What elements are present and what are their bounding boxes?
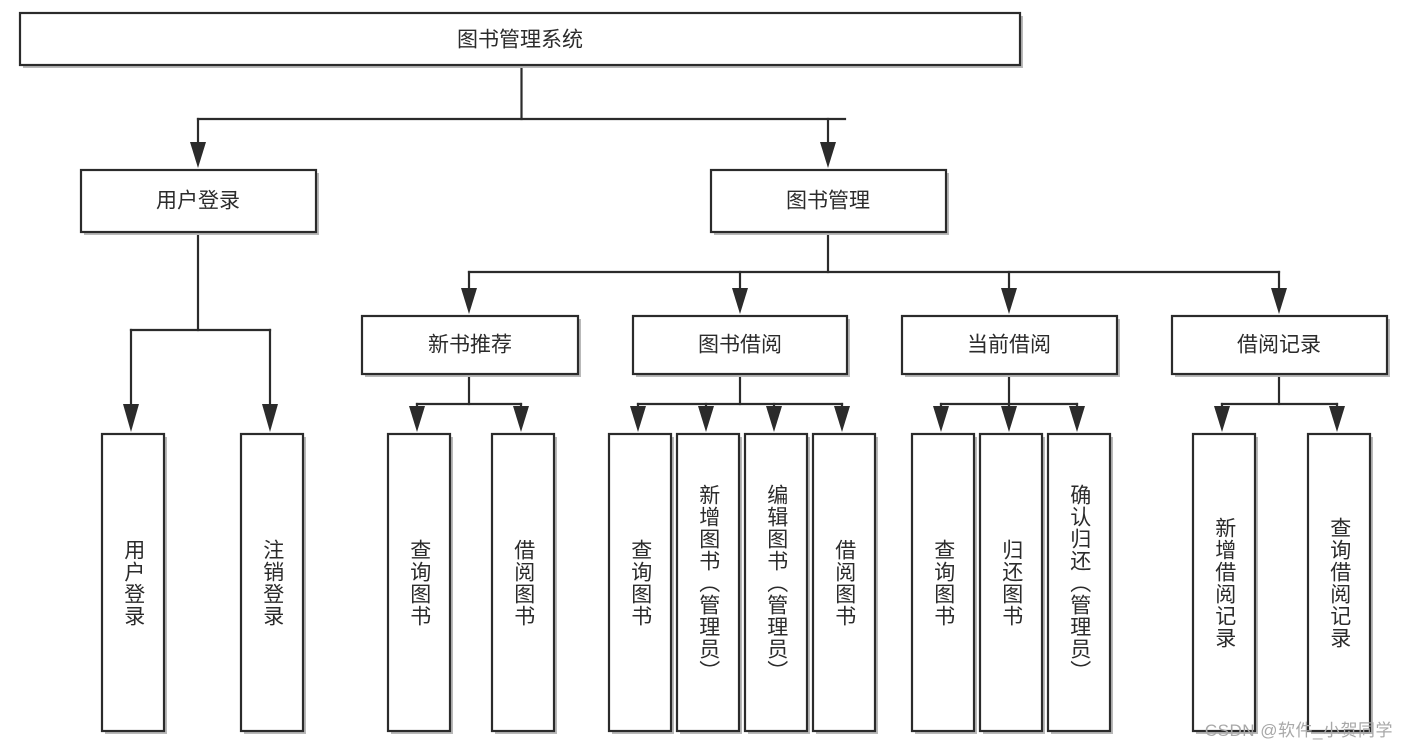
node-borrow-record[interactable]: 借阅记录 — [1170, 314, 1390, 377]
connector-group-current-borrow — [933, 372, 1085, 432]
connector-group-borrow-record — [1214, 372, 1345, 432]
node-book-borrow[interactable]: 图书借阅 — [631, 314, 850, 377]
arrowhead-leaf-add-borrow-record — [1214, 406, 1230, 432]
node-leaf-add-borrow-record-box — [1191, 432, 1257, 733]
node-leaf-borrow-book-1-box — [490, 432, 556, 733]
arrowhead-current-borrow — [1001, 288, 1017, 314]
arrowhead-leaf-query-book-2 — [630, 406, 646, 432]
node-borrow-record-label: 借阅记录 — [1237, 334, 1321, 357]
arrowhead-book-borrow — [732, 288, 748, 314]
node-leaf-query-book-1-box — [386, 432, 452, 733]
arrowhead-leaf-logout — [262, 404, 278, 432]
connector-group-root — [190, 64, 847, 168]
node-leaf-edit-book-admin[interactable] — [743, 432, 810, 734]
connector-group-book-mgmt — [461, 230, 1287, 314]
arrowhead-leaf-edit-book-admin — [766, 406, 782, 432]
arrowhead-borrow-record — [1271, 288, 1287, 314]
arrowhead-leaf-user-login — [123, 404, 139, 432]
node-root-box — [18, 11, 1022, 67]
node-leaf-edit-book-admin-box — [743, 432, 809, 733]
node-leaf-logout[interactable] — [239, 432, 306, 734]
arrowhead-user-login — [190, 142, 206, 168]
arrowhead-leaf-query-book-3 — [933, 406, 949, 432]
node-book-borrow-box — [631, 314, 849, 376]
node-root-label: 图书管理系统 — [457, 29, 583, 52]
arrowhead-leaf-add-book-admin — [698, 406, 714, 432]
node-borrow-record-box — [1170, 314, 1389, 376]
node-leaf-confirm-return-admin[interactable] — [1046, 432, 1113, 734]
node-leaf-confirm-return-admin-box — [1046, 432, 1112, 733]
node-new-book-rec-box — [360, 314, 580, 376]
node-user-login[interactable]: 用户登录 — [79, 168, 319, 235]
arrowhead-leaf-query-book-1 — [409, 406, 425, 432]
connector-group-user-login — [123, 230, 278, 432]
node-leaf-borrow-book-2-box — [811, 432, 877, 733]
node-leaf-add-book-admin-box — [675, 432, 741, 733]
arrowhead-new-book-rec — [461, 288, 477, 314]
arrowhead-book-mgmt — [820, 142, 836, 168]
node-leaf-borrow-book-2[interactable] — [811, 432, 878, 734]
node-leaf-query-borrow-record[interactable] — [1306, 432, 1373, 734]
node-leaf-query-book-2-box — [607, 432, 673, 733]
connector-group-new-book-rec — [409, 372, 529, 432]
node-book-mgmt-label: 图书管理 — [786, 190, 870, 213]
node-leaf-user-login-box — [100, 432, 166, 733]
node-leaf-add-borrow-record[interactable] — [1191, 432, 1258, 734]
node-book-mgmt-box — [709, 168, 948, 234]
arrowhead-leaf-query-borrow-record — [1329, 406, 1345, 432]
node-book-mgmt[interactable]: 图书管理 — [709, 168, 949, 235]
node-leaf-query-book-3[interactable] — [910, 432, 977, 734]
connector-group-book-borrow — [630, 372, 850, 432]
node-new-book-rec-label: 新书推荐 — [428, 334, 512, 357]
arrowhead-leaf-borrow-book-1 — [513, 406, 529, 432]
node-leaf-query-book-2[interactable] — [607, 432, 674, 734]
arrowhead-leaf-borrow-book-2 — [834, 406, 850, 432]
node-leaf-logout-box — [239, 432, 305, 733]
node-current-borrow[interactable]: 当前借阅 — [900, 314, 1120, 377]
node-current-borrow-label: 当前借阅 — [967, 334, 1051, 357]
node-leaf-return-book-box — [978, 432, 1044, 733]
node-leaf-query-book-3-box — [910, 432, 976, 733]
node-leaf-return-book[interactable] — [978, 432, 1045, 734]
node-leaf-borrow-book-1[interactable] — [490, 432, 557, 734]
node-user-login-box — [79, 168, 318, 234]
node-leaf-query-borrow-record-box — [1306, 432, 1372, 733]
node-leaf-user-login[interactable] — [100, 432, 167, 734]
node-book-borrow-label: 图书借阅 — [698, 334, 782, 357]
node-leaf-query-book-1[interactable] — [386, 432, 453, 734]
node-new-book-rec[interactable]: 新书推荐 — [360, 314, 581, 377]
arrowhead-leaf-return-book — [1001, 406, 1017, 432]
node-current-borrow-box — [900, 314, 1119, 376]
node-user-login-label: 用户登录 — [156, 190, 240, 213]
arrowhead-leaf-confirm-return-admin — [1069, 406, 1085, 432]
node-root[interactable]: 图书管理系统 — [18, 11, 1023, 68]
node-leaf-add-book-admin[interactable] — [675, 432, 742, 734]
